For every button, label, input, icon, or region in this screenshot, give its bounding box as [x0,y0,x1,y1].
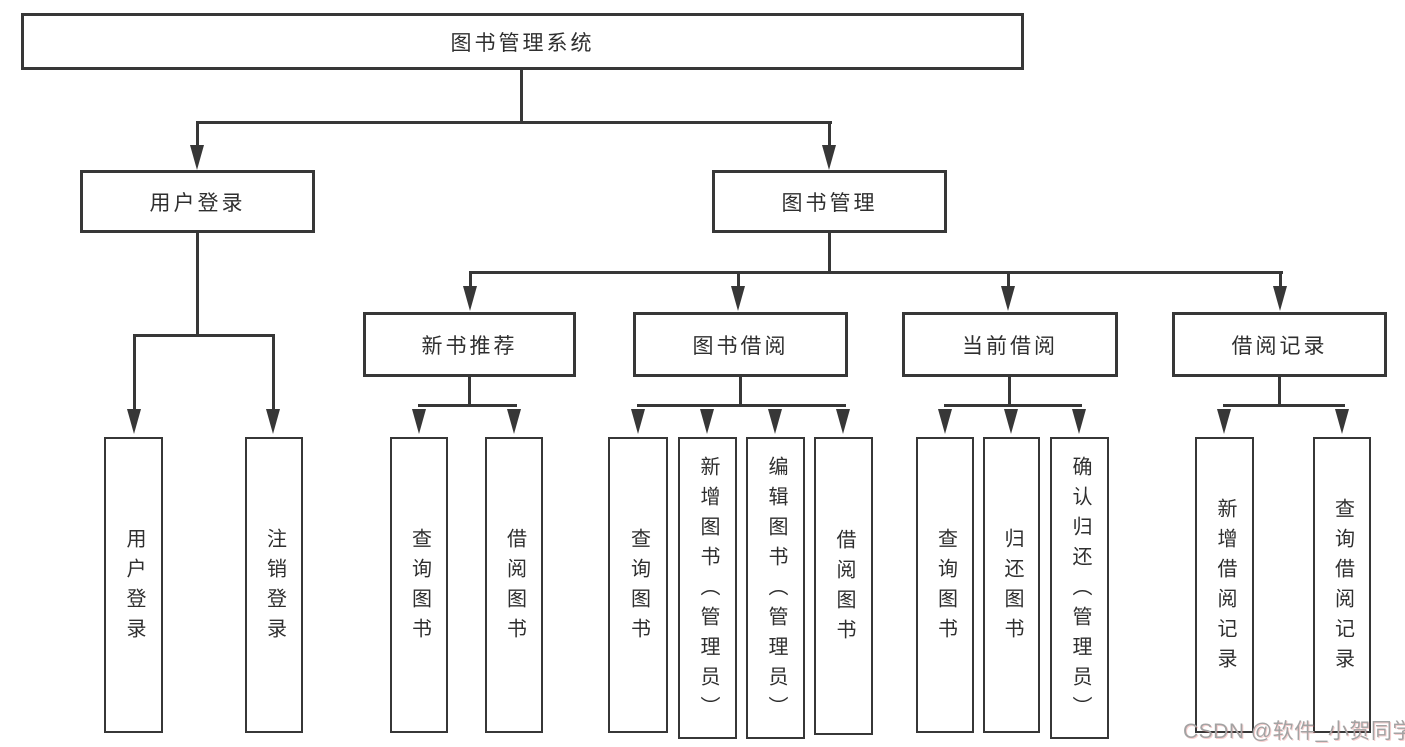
arrowhead-book-borrow-leaf-2 [700,409,714,434]
arrowhead-book-borrow-leaf-4 [836,409,850,434]
connector-borrow-record-branch [1223,404,1345,407]
connector-root-stem [520,70,523,123]
arrowhead-to-current-borrow [1001,286,1015,311]
connector-book-mgmt-branch [469,271,1283,274]
connector-book-borrow-branch [637,404,846,407]
arrowhead-to-book-borrow [731,286,745,311]
connector-user-login-stem [196,233,199,336]
arrowhead-current-borrow-leaf-1 [938,409,952,434]
node-new-book-recommend: 新书推荐 [363,312,576,377]
node-borrow-record: 借阅记录 [1172,312,1387,377]
arrowhead-to-leaf-logout [266,409,280,434]
leaf-user-login: 用户登录 [104,437,163,733]
arrowhead-borrow-record-leaf-2 [1335,409,1349,434]
connector-new-book-branch [418,404,517,407]
leaf-borrow-book-2: 借阅图书 [814,437,873,735]
connector-book-mgmt-drop-3 [1007,271,1010,288]
leaf-query-book-2: 查询图书 [608,437,668,733]
leaf-query-borrow-record: 查询借阅记录 [1313,437,1371,733]
connector-book-mgmt-drop-2 [737,271,740,288]
connector-current-borrow-stem [1008,377,1011,406]
node-book-borrow: 图书借阅 [633,312,848,377]
leaf-confirm-return-admin: 确认归还（管理员） [1050,437,1109,739]
leaf-add-borrow-record: 新增借阅记录 [1195,437,1254,733]
arrowhead-new-book-leaf-1 [412,409,426,434]
csdn-watermark: CSDN @软件_小贺同学 [1183,720,1405,743]
leaf-edit-book-admin: 编辑图书（管理员） [746,437,805,739]
connector-book-borrow-stem [739,377,742,406]
leaf-logout: 注销登录 [245,437,303,733]
arrowhead-to-new-book-recommend [463,286,477,311]
leaf-add-book-admin: 新增图书（管理员） [678,437,737,739]
connector-root-branch [196,121,832,124]
arrowhead-borrow-record-leaf-1 [1217,409,1231,434]
node-user-login: 用户登录 [80,170,315,233]
leaf-return-book: 归还图书 [983,437,1040,733]
arrowhead-current-borrow-leaf-3 [1072,409,1086,434]
arrowhead-to-borrow-record [1273,286,1287,311]
connector-book-mgmt-drop-1 [469,271,472,288]
connector-root-drop-right [828,121,831,149]
connector-root-drop-left [196,121,199,149]
arrowhead-book-borrow-leaf-1 [631,409,645,434]
connector-user-login-drop-left [133,334,136,410]
connector-book-mgmt-drop-4 [1279,271,1282,288]
node-current-borrow: 当前借阅 [902,312,1118,377]
connector-user-login-branch [133,334,275,337]
arrowhead-to-leaf-login [127,409,141,434]
connector-new-book-stem [468,377,471,406]
node-root-library-system: 图书管理系统 [21,13,1024,70]
connector-current-borrow-branch [944,404,1082,407]
arrowhead-book-borrow-leaf-3 [768,409,782,434]
leaf-query-book-3: 查询图书 [916,437,974,733]
arrowhead-new-book-leaf-2 [507,409,521,434]
leaf-borrow-book-1: 借阅图书 [485,437,543,733]
connector-borrow-record-stem [1278,377,1281,406]
leaf-query-book-1: 查询图书 [390,437,448,733]
arrowhead-current-borrow-leaf-2 [1004,409,1018,434]
arrowhead-to-book-management [822,145,836,170]
connector-book-mgmt-stem [828,233,831,274]
arrowhead-to-user-login [190,145,204,170]
node-book-management: 图书管理 [712,170,947,233]
connector-user-login-drop-right [272,334,275,410]
